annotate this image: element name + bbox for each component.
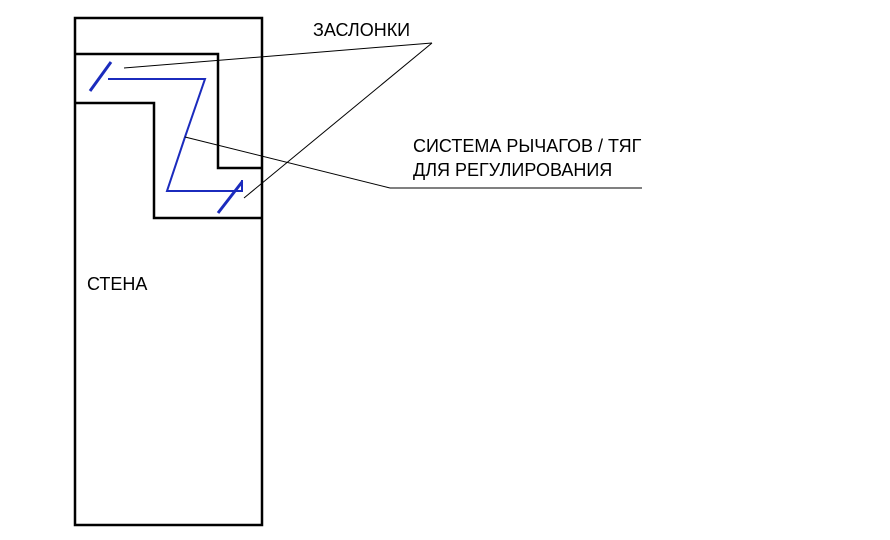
wall-rectangle xyxy=(73,16,264,527)
lever-system-leader-line xyxy=(184,136,391,189)
lever-system-label-line2: ДЛЯ РЕГУЛИРОВАНИЯ xyxy=(413,160,613,180)
flue-channel-outline xyxy=(75,52,262,170)
upper-damper xyxy=(88,61,113,92)
lever-system-label-line1: СИСТЕМА РЫЧАГОВ / ТЯГ xyxy=(413,136,642,156)
flue-channel-inner-outline xyxy=(75,101,262,220)
lever-rod-system xyxy=(108,78,243,192)
dampers-leader-line-1 xyxy=(123,42,433,69)
wall-label: СТЕНА xyxy=(87,274,148,294)
dampers-label: ЗАСЛОНКИ xyxy=(313,20,411,40)
dampers-leader-line-2 xyxy=(243,42,433,199)
lower-damper xyxy=(216,181,244,214)
